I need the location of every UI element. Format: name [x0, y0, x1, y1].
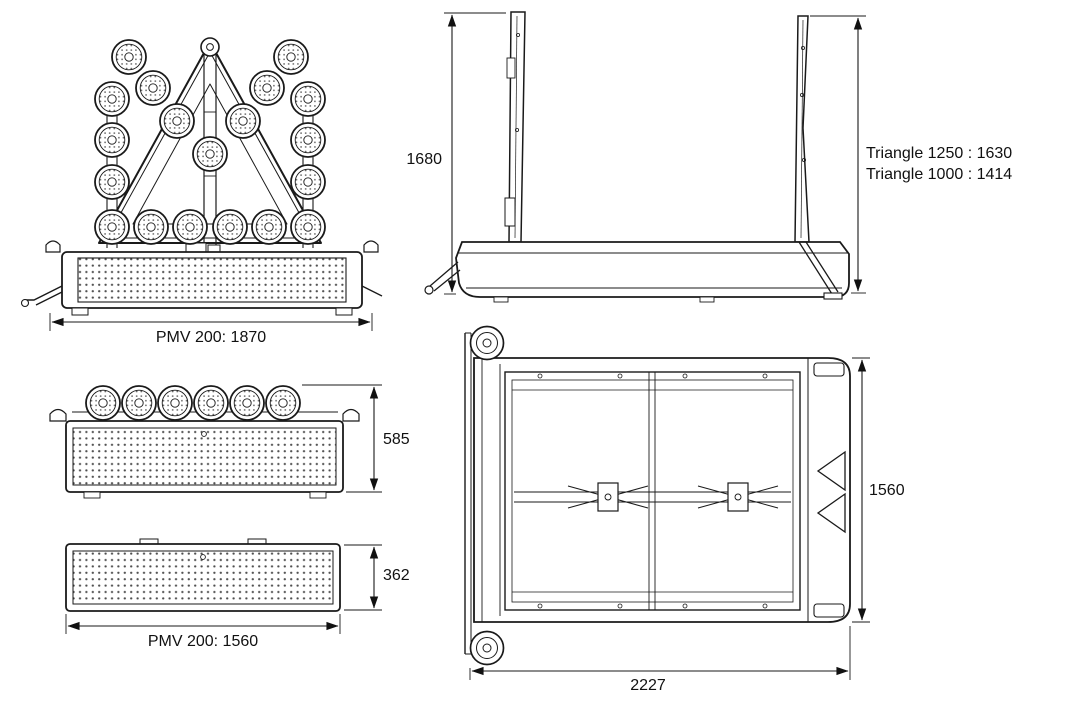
dim-label-panel-width: PMV 200: 1560	[147, 633, 259, 650]
jockey-wheel-bottom	[469, 630, 505, 666]
trailer-body-side	[424, 241, 850, 303]
lift-actuator-left	[567, 482, 649, 512]
beacon-right-folded	[342, 408, 360, 422]
led-panel-folded	[72, 427, 337, 486]
dim-label-side-height: 1680	[406, 151, 442, 168]
apex-pivot	[200, 37, 220, 57]
support-leg-side	[798, 241, 833, 295]
side-view	[424, 11, 866, 303]
panel-edge-side	[504, 11, 526, 243]
dim-top-height	[852, 357, 870, 623]
lift-actuator-right	[697, 482, 779, 512]
dim-label-front-width: PMV 200: 1870	[155, 329, 267, 346]
triangle-frame-inner	[132, 83, 288, 225]
trailer-base-front	[20, 240, 383, 316]
triangle-mast-side	[794, 15, 810, 243]
drawbar-front	[24, 285, 63, 301]
tow-hitch-side	[429, 261, 459, 287]
note-triangle-1000: Triangle 1000 : 1414	[866, 166, 1013, 183]
dim-front-width	[49, 313, 373, 331]
note-triangle-1250: Triangle 1250 : 1630	[866, 145, 1013, 162]
chevron-lower	[816, 492, 846, 534]
led-panel-front	[77, 257, 347, 303]
panel-front-view	[65, 538, 382, 634]
lamp-array-folded	[85, 385, 301, 421]
dim-label-top-length: 2227	[630, 677, 666, 694]
lamp-array-front	[94, 39, 326, 245]
beacon-right	[363, 240, 379, 253]
top-view	[464, 325, 870, 680]
dim-folded-height	[302, 384, 382, 493]
jockey-wheel-top	[469, 325, 505, 361]
dim-label-folded-height: 585	[383, 431, 410, 448]
beacon-left-folded	[49, 408, 67, 422]
dim-panel-height	[344, 544, 382, 611]
front-view-raised	[20, 37, 383, 331]
triangle-frame-outer	[98, 41, 322, 244]
dim-label-panel-height: 362	[383, 567, 410, 584]
dim-side-height	[444, 12, 506, 295]
dim-panel-width	[65, 614, 341, 634]
beacon-left	[45, 240, 61, 253]
dim-triangle-height	[810, 15, 866, 294]
dim-top-length	[469, 626, 851, 680]
dim-label-top-height: 1560	[869, 482, 905, 499]
chevron-upper	[816, 450, 846, 492]
front-view-folded	[49, 384, 382, 499]
